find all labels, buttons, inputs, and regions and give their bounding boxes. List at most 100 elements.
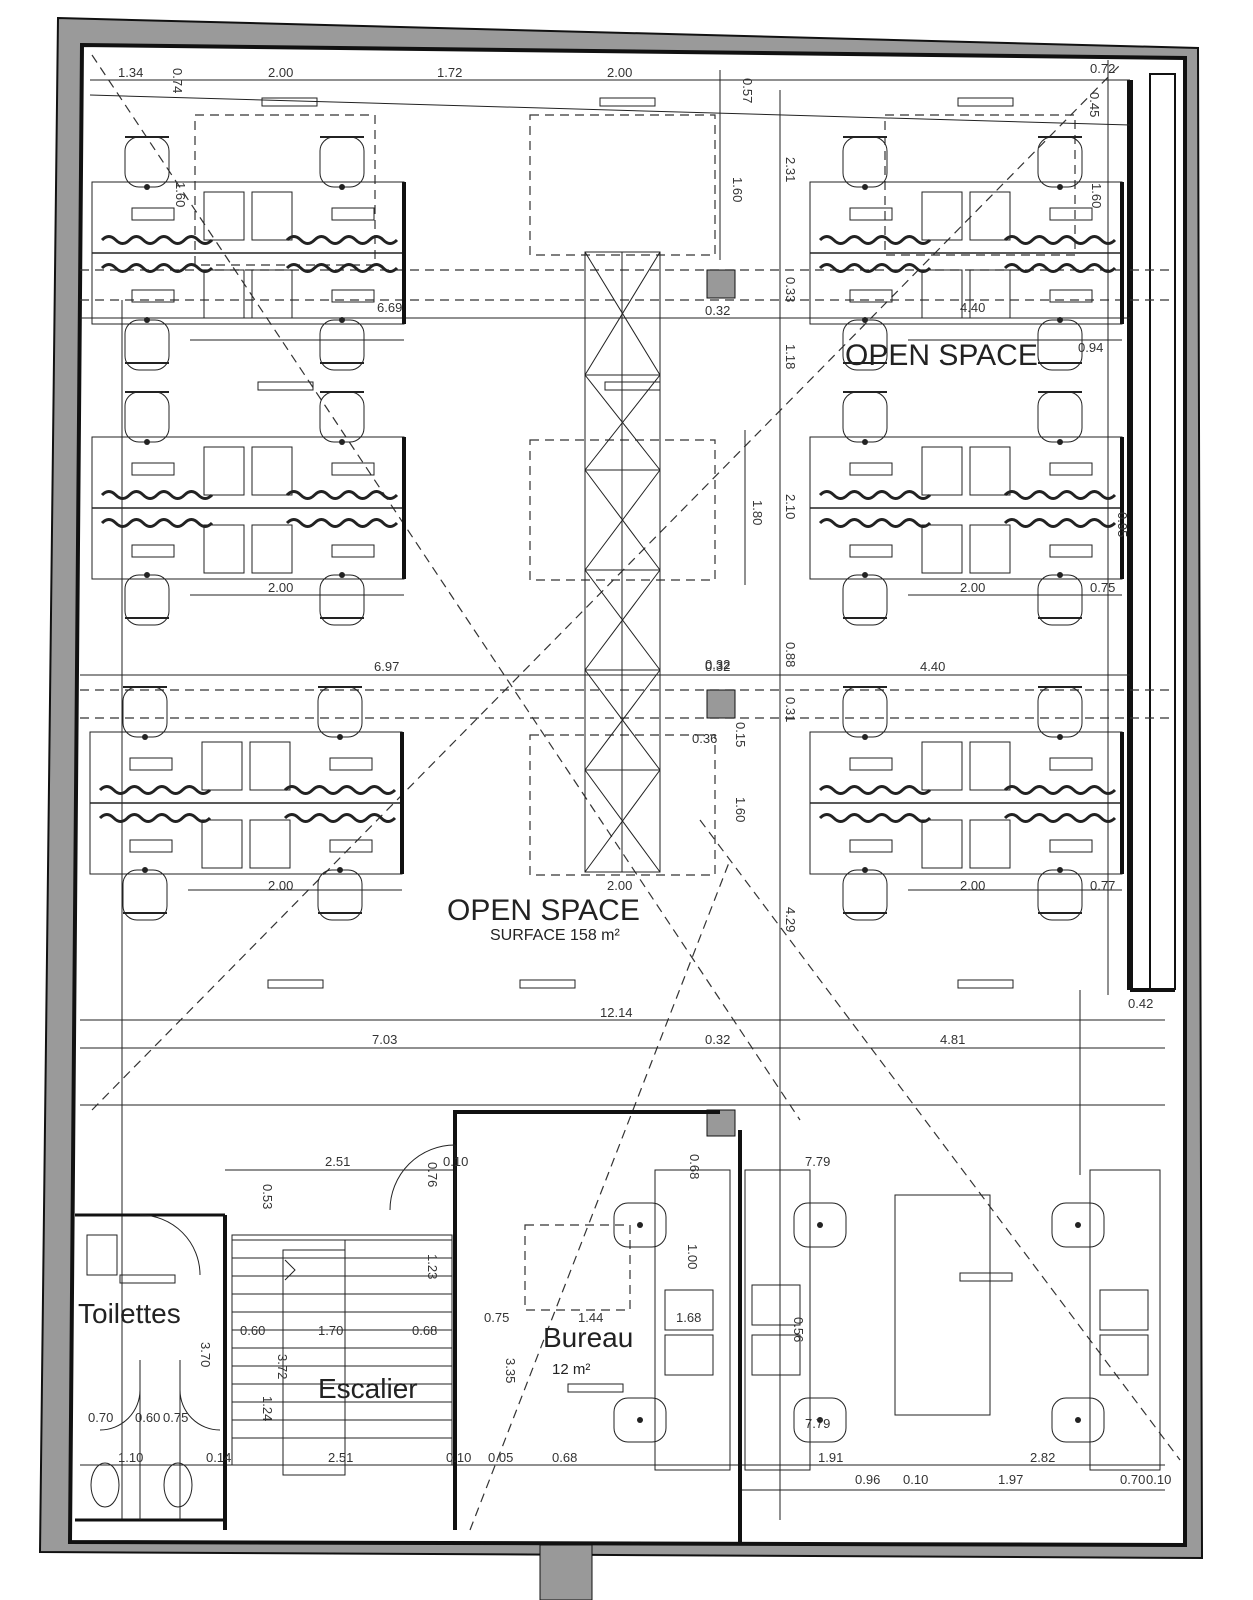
dim-label: 7.03 bbox=[372, 1032, 397, 1047]
plant-icon bbox=[283, 785, 397, 795]
chair-caster bbox=[1057, 734, 1063, 740]
chair-icon bbox=[122, 686, 168, 740]
dim-label: 0.68 bbox=[687, 1154, 702, 1179]
chair-caster bbox=[1057, 184, 1063, 190]
monitor-icon bbox=[751, 1334, 801, 1376]
plant-stem bbox=[818, 813, 932, 823]
dim-label: 0.32 bbox=[705, 659, 730, 674]
keyboard-icon bbox=[129, 839, 173, 853]
dim-label: 0.14 bbox=[206, 1450, 231, 1465]
monitor-icon bbox=[969, 446, 1011, 496]
bureau-chair-icon bbox=[1051, 1397, 1105, 1443]
keyboard-icon bbox=[331, 289, 375, 303]
plant-icon bbox=[100, 263, 214, 273]
dim-label: 1.23 bbox=[425, 1254, 440, 1279]
monitor-icon bbox=[1099, 1334, 1149, 1376]
plant-icon bbox=[818, 813, 932, 823]
dim-label: 0.32 bbox=[705, 303, 730, 318]
keyboard-icon bbox=[849, 757, 893, 771]
chair-icon bbox=[1037, 391, 1083, 445]
keyboard-icon bbox=[1049, 839, 1093, 853]
chair-caster bbox=[637, 1222, 643, 1228]
chair-caster bbox=[144, 572, 150, 578]
dim-label: 1.72 bbox=[437, 65, 462, 80]
dim-label: 0.95 bbox=[1115, 512, 1130, 537]
dim-label: 0.32 bbox=[705, 1032, 730, 1047]
monitor-icon bbox=[251, 191, 293, 241]
dim-label: 0.74 bbox=[170, 68, 185, 93]
monitor-icon bbox=[969, 741, 1011, 791]
keyboard-icon bbox=[131, 289, 175, 303]
dim-label: 2.51 bbox=[328, 1450, 353, 1465]
dim-label: 0.57 bbox=[740, 78, 755, 103]
dim-label: 7.79 bbox=[805, 1154, 830, 1169]
dim-label: 2.00 bbox=[960, 580, 985, 595]
plant-stem bbox=[818, 518, 932, 528]
plant-stem bbox=[1003, 813, 1117, 823]
plant-icon bbox=[100, 235, 214, 245]
dim-label: 3.70 bbox=[198, 1342, 213, 1367]
dim-label: 6.97 bbox=[374, 659, 399, 674]
desk-cluster bbox=[809, 136, 1124, 371]
chair-icon bbox=[842, 317, 888, 371]
keyboard-icon bbox=[849, 544, 893, 558]
plant-stem bbox=[818, 785, 932, 795]
room-label-bureau: Bureau bbox=[543, 1322, 633, 1353]
plant-icon bbox=[283, 813, 397, 823]
plant-icon bbox=[100, 518, 214, 528]
chair-icon bbox=[1037, 867, 1083, 921]
chair-caster bbox=[339, 317, 345, 323]
room-label-toilettes: Toilettes bbox=[78, 1298, 181, 1329]
bureau-chair-icon bbox=[1051, 1202, 1105, 1248]
dim-label: 0.75 bbox=[1090, 580, 1115, 595]
chair-caster bbox=[862, 184, 868, 190]
chair-caster bbox=[1057, 439, 1063, 445]
bureau-chair-icon bbox=[793, 1397, 847, 1443]
dim-label: 1.68 bbox=[676, 1310, 701, 1325]
dim-label: 3.35 bbox=[503, 1358, 518, 1383]
keyboard-icon bbox=[331, 207, 375, 221]
monitor-icon bbox=[203, 191, 245, 241]
dim-label: 0.53 bbox=[260, 1184, 275, 1209]
monitor-icon bbox=[251, 269, 293, 319]
dim-label: 0.33 bbox=[783, 277, 798, 302]
dim-label: 2.00 bbox=[607, 878, 632, 893]
dim-label: 0.15 bbox=[733, 722, 748, 747]
monitor-icon bbox=[921, 741, 963, 791]
staircase bbox=[231, 1234, 453, 1476]
chair-icon bbox=[1037, 136, 1083, 190]
chair-icon bbox=[842, 136, 888, 190]
monitor-icon bbox=[969, 191, 1011, 241]
keyboard-icon bbox=[1049, 207, 1093, 221]
dim-label: 0.77 bbox=[1090, 878, 1115, 893]
dim-label: 2.00 bbox=[268, 65, 293, 80]
bureau-chair-icon bbox=[613, 1202, 667, 1248]
dim-label: 1.70 bbox=[318, 1323, 343, 1338]
plant-icon bbox=[98, 785, 212, 795]
chair-caster bbox=[339, 184, 345, 190]
keyboard-icon bbox=[849, 462, 893, 476]
keyboard-icon bbox=[849, 289, 893, 303]
bureau-workstations bbox=[613, 1202, 1149, 1443]
plant-icon bbox=[98, 813, 212, 823]
chair-icon bbox=[842, 867, 888, 921]
dim-label: 0.68 bbox=[412, 1323, 437, 1338]
desk-clusters bbox=[89, 136, 1124, 921]
plant-stem bbox=[100, 490, 214, 500]
keyboard-icon bbox=[331, 544, 375, 558]
plant-stem bbox=[283, 785, 397, 795]
plant-stem bbox=[818, 263, 932, 273]
dim-label: 0.96 bbox=[855, 1472, 880, 1487]
dim-label: 1.10 bbox=[118, 1450, 143, 1465]
plant-icon bbox=[1003, 263, 1117, 273]
chair-caster bbox=[1057, 317, 1063, 323]
plant-icon bbox=[1003, 785, 1117, 795]
chair-caster bbox=[1075, 1417, 1081, 1423]
interior-walls bbox=[75, 1110, 1161, 1600]
dim-label: 0.70 bbox=[88, 1410, 113, 1425]
plant-stem bbox=[285, 235, 399, 245]
plant-stem bbox=[1003, 518, 1117, 528]
keyboard-icon bbox=[1049, 289, 1093, 303]
stair-outline bbox=[231, 1234, 453, 1466]
monitor-icon bbox=[921, 191, 963, 241]
